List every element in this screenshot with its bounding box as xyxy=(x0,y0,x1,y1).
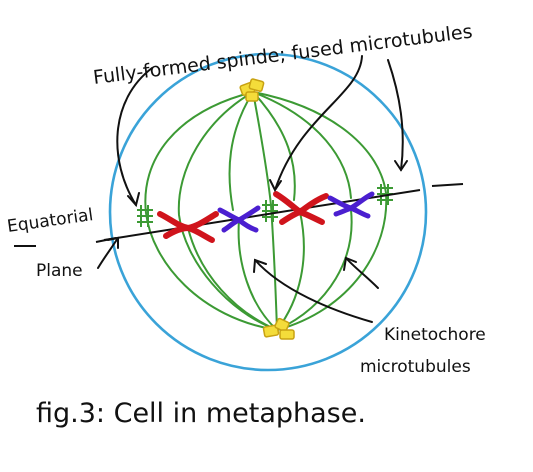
equatorial-right-dash xyxy=(431,183,464,187)
annotation-arrows xyxy=(97,55,408,323)
spindle-arrow-right xyxy=(387,59,404,171)
chromosome-red-1 xyxy=(157,211,219,243)
kinetochore-label-line1: Kinetochore xyxy=(384,325,486,345)
spindle-arrow-left xyxy=(116,67,153,206)
equatorial-label-line2: Plane xyxy=(36,261,83,281)
centrosome-bottom-icon xyxy=(262,317,295,340)
equatorial-arrow xyxy=(97,237,119,269)
chromosome-red-2 xyxy=(273,191,329,225)
figure-caption: fig.3: Cell in metaphase. xyxy=(36,398,366,429)
spindle-label: Fully-formed spinde; fused microtubules xyxy=(92,21,474,89)
spindle-arrow-mid xyxy=(274,55,363,191)
centrosome-top-icon xyxy=(239,78,265,102)
chromosome-blue-1 xyxy=(217,205,261,233)
kinetochore-arrow-1 xyxy=(254,259,373,323)
fused-microtubule-marks xyxy=(137,184,393,227)
cell-membrane xyxy=(108,52,428,372)
spindle-fibers xyxy=(144,91,388,331)
kinetochore-label-line2: microtubules xyxy=(360,357,471,377)
chromosome-blue-2 xyxy=(327,191,375,219)
kinetochore-arrow-2 xyxy=(345,257,379,289)
equatorial-label-line1: Equatorial xyxy=(6,205,95,237)
